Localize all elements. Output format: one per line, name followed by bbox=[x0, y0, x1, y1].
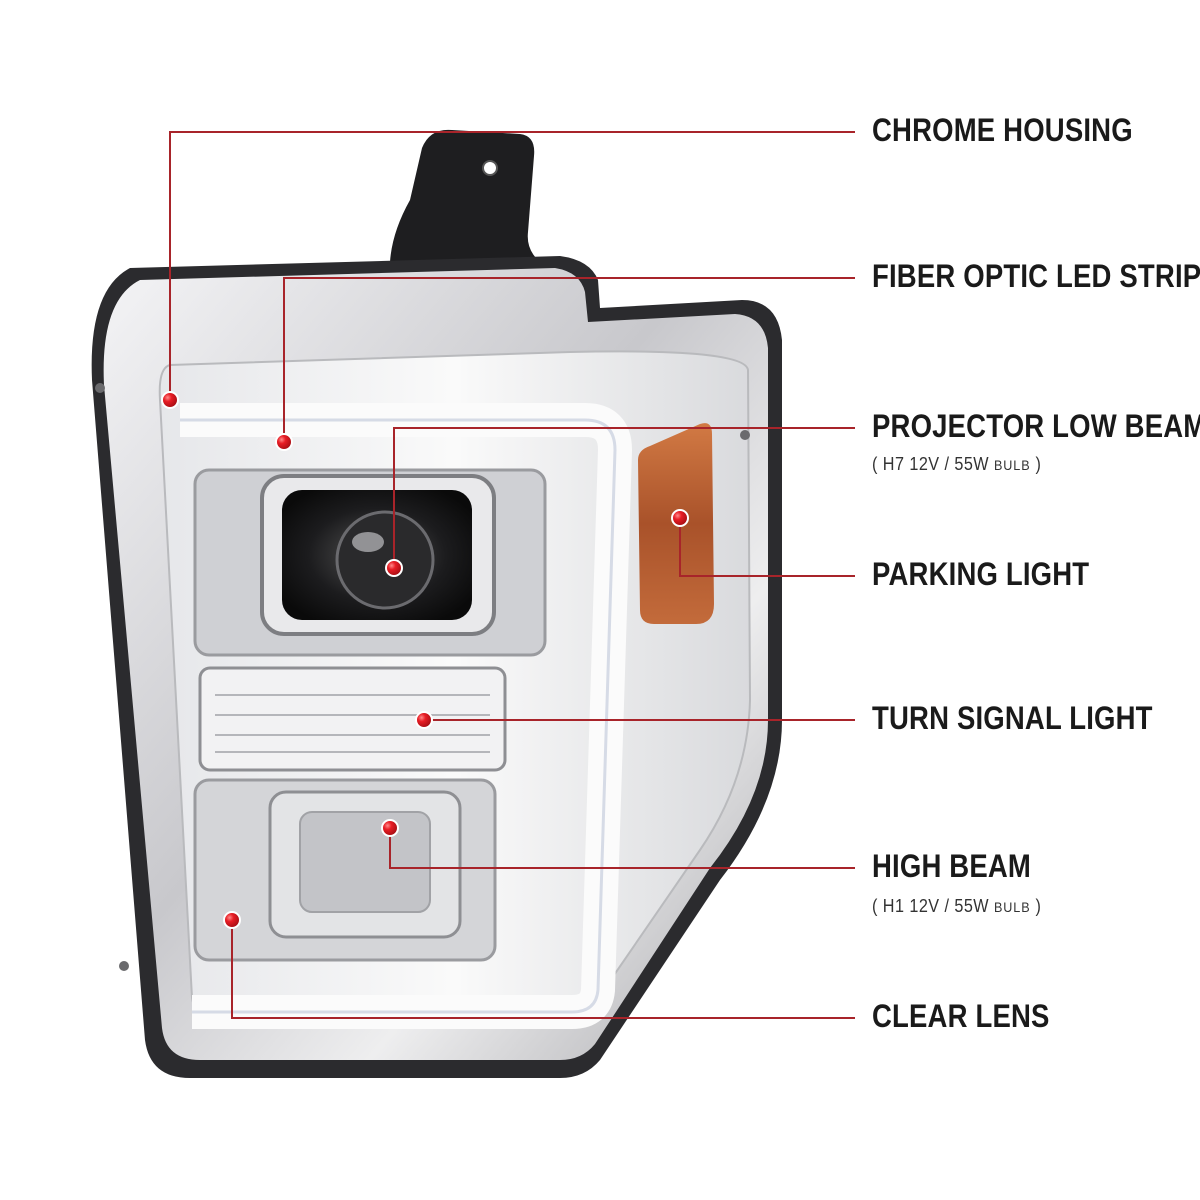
label-fiber-optic-led-strip: FIBER OPTIC LED STRIP bbox=[872, 258, 1200, 294]
callout-dot-fiber-optic bbox=[275, 433, 293, 451]
callout-dot-projector bbox=[385, 559, 403, 577]
label-high-beam: HIGH BEAM bbox=[872, 848, 1032, 884]
leader-chrome-housing bbox=[169, 131, 855, 400]
bulb-spec-projector: ( H7 12V / 55W BULB ) bbox=[872, 454, 1041, 475]
leader-parking bbox=[679, 518, 855, 577]
leader-fiber-optic bbox=[283, 277, 855, 442]
label-projector-low-beam: PROJECTOR LOW BEAM bbox=[872, 408, 1200, 444]
leader-high-beam bbox=[389, 828, 855, 869]
mounting-bracket bbox=[390, 129, 540, 262]
callout-dot-chrome-housing bbox=[161, 391, 179, 409]
bulb-spec-high-beam: ( H1 12V / 55W BULB ) bbox=[872, 896, 1041, 917]
leader-projector bbox=[393, 427, 855, 568]
bulb-spec-high-beam-word: BULB bbox=[994, 899, 1031, 915]
bracket-hole bbox=[482, 160, 498, 176]
leader-clear-lens bbox=[231, 920, 855, 1019]
label-clear-lens: CLEAR LENS bbox=[872, 998, 1050, 1034]
label-turn-signal-light: TURN SIGNAL LIGHT bbox=[872, 700, 1153, 736]
bulb-spec-high-beam-main: ( H1 12V / 55W bbox=[872, 896, 990, 916]
callout-dot-clear-lens bbox=[223, 911, 241, 929]
callout-dot-parking bbox=[671, 509, 689, 527]
bulb-spec-projector-close: ) bbox=[1035, 454, 1042, 474]
bulb-spec-projector-word: BULB bbox=[994, 457, 1031, 473]
bulb-spec-projector-main: ( H7 12V / 55W bbox=[872, 454, 990, 474]
callout-dot-turn-signal bbox=[415, 711, 433, 729]
callout-dot-high-beam bbox=[381, 819, 399, 837]
bulb-spec-high-beam-close: ) bbox=[1035, 896, 1042, 916]
label-chrome-housing: CHROME HOUSING bbox=[872, 112, 1133, 148]
label-parking-light: PARKING LIGHT bbox=[872, 556, 1090, 592]
